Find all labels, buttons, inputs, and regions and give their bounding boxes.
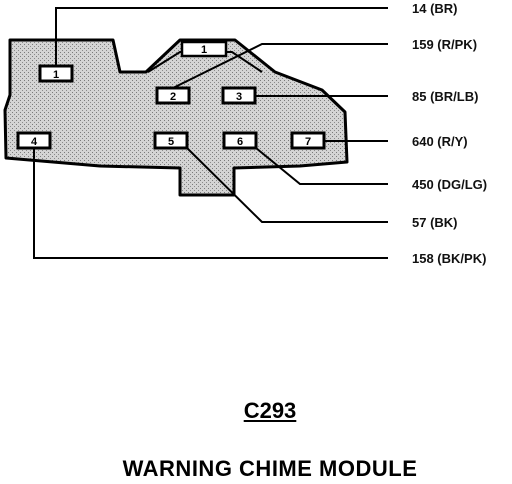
pin-2: 2 (155, 86, 191, 105)
leader-line-158 (33, 148, 388, 259)
svg-text:6: 6 (237, 136, 243, 148)
wire-label-85: 85 (BR/LB) (412, 89, 478, 104)
svg-text:3: 3 (236, 91, 242, 103)
wire-label-450: 450 (DG/LG) (412, 177, 487, 192)
pin-7: 7 (290, 131, 326, 150)
svg-text:1: 1 (53, 69, 59, 81)
connector-id: C293 (243, 398, 297, 423)
pin-4: 4 (16, 131, 52, 150)
leader-line-57 (186, 147, 388, 223)
connector-body (3, 38, 349, 197)
pin-1: 1 (38, 64, 74, 83)
svg-text:5: 5 (168, 136, 174, 148)
wire-label-158: 158 (BK/PK) (412, 251, 486, 266)
wire-label-14: 14 (BR) (412, 1, 458, 16)
svg-text:7: 7 (305, 136, 311, 148)
wire-label-57: 57 (BK) (412, 215, 458, 230)
leader-line-159 (172, 43, 388, 89)
key-tab: 1 (180, 40, 228, 58)
leader-line-450 (255, 147, 388, 185)
module-name: WARNING CHIME MODULE (122, 456, 418, 481)
leader-line-14 (55, 7, 388, 66)
svg-text:4: 4 (31, 136, 38, 148)
wire-label-159: 159 (R/PK) (412, 37, 477, 52)
wire-label-640: 640 (R/Y) (412, 134, 468, 149)
svg-text:1: 1 (201, 44, 207, 56)
pin-6: 6 (222, 131, 258, 150)
pin-3: 3 (221, 86, 257, 105)
pin-5: 5 (153, 131, 189, 150)
svg-text:2: 2 (170, 91, 176, 103)
